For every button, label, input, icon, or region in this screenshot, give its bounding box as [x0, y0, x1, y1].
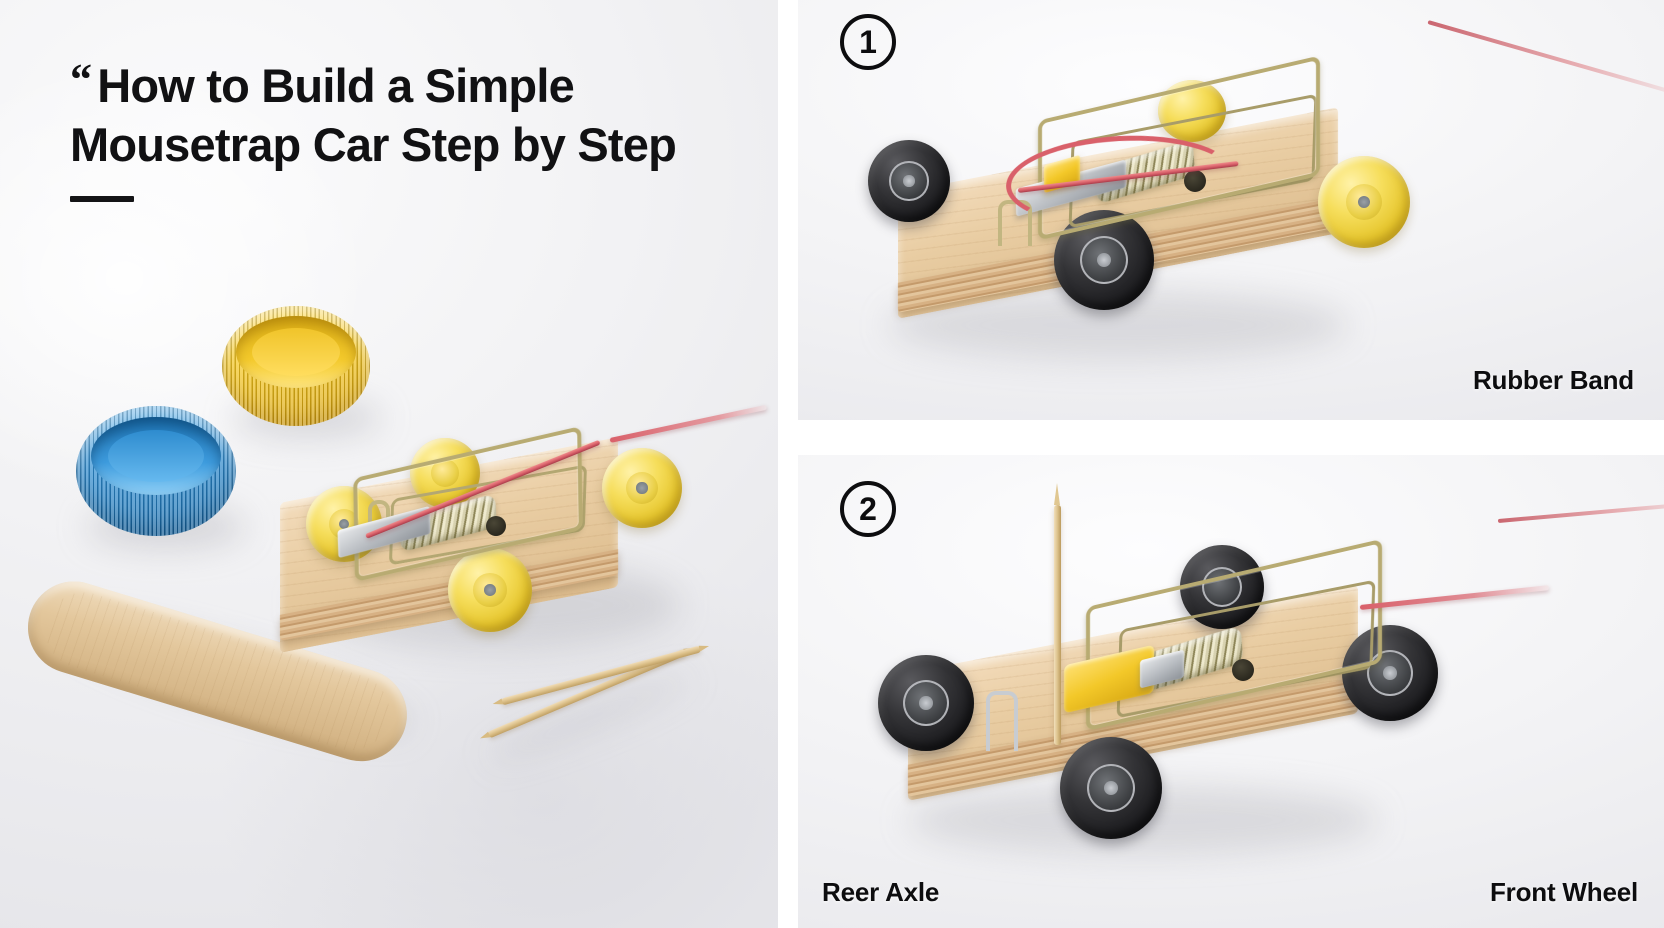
wheel-front-right: [1342, 625, 1438, 721]
wooden-skewer-mast: [1054, 505, 1061, 745]
wheel-rear-bottom: [1060, 737, 1162, 839]
axle-pin: [1357, 195, 1371, 209]
wheel-hub: [431, 459, 459, 487]
steps-column: 1: [778, 0, 1664, 928]
step-badge-1: 1: [840, 14, 896, 70]
wheel-hub: [1201, 566, 1243, 608]
axle-pin: [338, 518, 350, 530]
cap-inner-disc: [252, 328, 340, 376]
tyre: [1158, 80, 1226, 142]
string-tail: [1497, 501, 1664, 523]
axle-pin: [636, 482, 648, 494]
step-badge-2: 2: [840, 481, 896, 537]
mousetrap-car-step-1: [858, 55, 1478, 362]
wheel-rear-left: [878, 655, 974, 751]
axle-pin: [1097, 253, 1111, 267]
title-line-2: Mousetrap Car Step by Step: [70, 118, 677, 172]
title-underline-rule: [70, 196, 134, 203]
wheel-front-right: [1318, 156, 1410, 248]
axle-pin: [484, 584, 496, 596]
axle-pin: [903, 175, 915, 187]
spring-core: [486, 516, 506, 536]
wheel-front-right: [602, 448, 682, 528]
step-1-label: Rubber Band: [1472, 365, 1634, 395]
skewer-tip-icon: [1054, 483, 1060, 505]
wheel-rear-left: [868, 140, 950, 222]
step-panel-2: 2: [798, 455, 1664, 928]
cap-inner-disc: [108, 430, 204, 482]
wheel-front-top: [1180, 545, 1264, 629]
wheel-front-left: [448, 548, 532, 632]
axle-pin: [1103, 780, 1119, 796]
staple-hook: [368, 500, 390, 528]
eye-hook: [986, 691, 1018, 751]
staple-hook: [998, 200, 1032, 246]
axle-pin: [1383, 666, 1397, 680]
spring-core: [1232, 659, 1254, 681]
mousetrap-car-hero: [272, 404, 768, 660]
spring-core: [1184, 170, 1206, 192]
quote-mark-icon: “: [70, 55, 92, 104]
yellow-bottle-cap: [222, 306, 370, 426]
mousetrap-car-step-2: [868, 483, 1550, 855]
step-2-label-right: Front Wheel: [1489, 877, 1638, 907]
step-panel-1: 1: [798, 0, 1664, 420]
red-string-tail: [1359, 585, 1550, 610]
wheel-front-left: [1054, 210, 1154, 310]
title-line-1: How to Build a Simple: [97, 59, 575, 112]
blue-bottle-cap: [76, 406, 236, 536]
step-2-label-left: Reer Axle: [822, 877, 940, 907]
axle-pin: [919, 696, 933, 710]
hero-panel: “How to Build a Simple Mousetrap Car Ste…: [0, 0, 778, 928]
wheel-rear-right: [1158, 80, 1226, 142]
page-title: “How to Build a Simple Mousetrap Car Ste…: [70, 52, 730, 203]
wheel-hub: [902, 679, 950, 727]
